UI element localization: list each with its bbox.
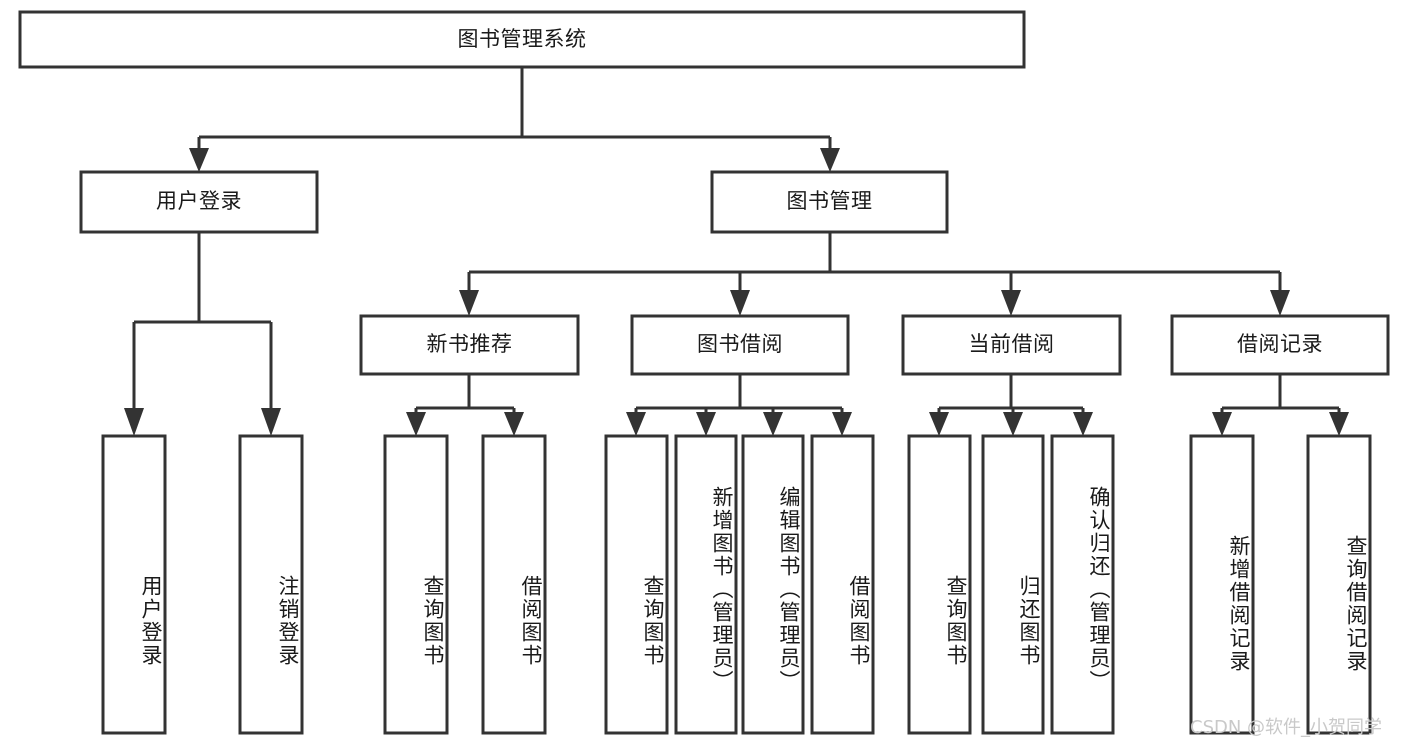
node-label-new-book-recommend: 新书推荐 bbox=[426, 332, 513, 357]
node-label-user-login: 用户登录 bbox=[156, 189, 242, 214]
arrow-head-icon bbox=[696, 412, 716, 436]
node-label-leaf-9: 归还图书 bbox=[1017, 575, 1041, 667]
node-label-leaf-5: 新增图书（管理员） bbox=[710, 485, 734, 693]
node-label-leaf-8: 查询图书 bbox=[944, 575, 968, 667]
node-box-leaf-12[interactable] bbox=[1306, 434, 1372, 735]
node-box-root[interactable] bbox=[18, 10, 1026, 69]
arrow-head-icon bbox=[929, 412, 949, 436]
node-label-leaf-0: 用户登录 bbox=[139, 575, 163, 667]
arrow-head-icon bbox=[1001, 290, 1021, 316]
node-label-borrow-record: 借阅记录 bbox=[1237, 332, 1323, 357]
node-box-new-book-recommend[interactable] bbox=[359, 314, 580, 376]
arrow-head-icon bbox=[1212, 412, 1232, 436]
node-label-leaf-3: 借阅图书 bbox=[519, 575, 543, 667]
arrow-head-icon bbox=[1073, 412, 1093, 436]
node-label-leaf-10: 确认归还（管理员） bbox=[1087, 485, 1111, 693]
arrow-head-icon bbox=[459, 290, 479, 316]
arrow-head-icon bbox=[124, 408, 144, 436]
connector-root-to-level2 bbox=[189, 67, 840, 172]
connector-borrow-record-to-leaves bbox=[1212, 374, 1349, 436]
arrow-head-icon bbox=[730, 290, 750, 316]
node-label-leaf-12: 查询借阅记录 bbox=[1344, 535, 1368, 673]
watermark-text: CSDN @软件_小贺同学 bbox=[1190, 717, 1383, 738]
node-box-leaf-0[interactable] bbox=[101, 434, 167, 735]
connector-book-borrow-to-leaves bbox=[626, 374, 852, 436]
node-label-root: 图书管理系统 bbox=[457, 26, 587, 51]
connector-user-login-to-leaves bbox=[124, 232, 281, 436]
node-box-leaf-2[interactable] bbox=[383, 434, 449, 735]
connector-new-book-recommend-to-leaves bbox=[406, 374, 524, 436]
node-label-leaf-1: 注销登录 bbox=[276, 575, 300, 667]
node-box-leaf-3[interactable] bbox=[481, 434, 547, 735]
arrow-head-icon bbox=[1003, 412, 1023, 436]
node-box-user-login[interactable] bbox=[79, 170, 319, 234]
arrow-head-icon bbox=[261, 408, 281, 436]
arrow-head-icon bbox=[832, 412, 852, 436]
arrow-head-icon bbox=[820, 148, 840, 172]
arrow-head-icon bbox=[763, 412, 783, 436]
arrow-head-icon bbox=[189, 148, 209, 172]
arrow-head-icon bbox=[504, 412, 524, 436]
arrow-head-icon bbox=[406, 412, 426, 436]
connector-book-management-to-level3 bbox=[459, 232, 1290, 316]
node-label-current-borrow: 当前借阅 bbox=[968, 332, 1055, 357]
node-box-leaf-11[interactable] bbox=[1189, 434, 1255, 735]
arrow-head-icon bbox=[1329, 412, 1349, 436]
node-label-leaf-7: 借阅图书 bbox=[847, 575, 871, 667]
node-label-book-management: 图书管理 bbox=[786, 189, 873, 214]
node-label-book-borrow: 图书借阅 bbox=[697, 332, 783, 357]
node-label-leaf-2: 查询图书 bbox=[421, 575, 445, 667]
node-box-leaf-7[interactable] bbox=[810, 434, 875, 735]
node-box-leaf-9[interactable] bbox=[981, 434, 1045, 735]
connector-current-borrow-to-leaves bbox=[929, 374, 1093, 436]
node-box-leaf-5[interactable] bbox=[674, 434, 738, 735]
node-label-leaf-4: 查询图书 bbox=[641, 575, 665, 667]
node-box-leaf-8[interactable] bbox=[907, 434, 972, 735]
node-box-leaf-10[interactable] bbox=[1050, 434, 1115, 735]
node-label-leaf-6: 编辑图书（管理员） bbox=[777, 485, 801, 693]
node-label-leaf-11: 新增借阅记录 bbox=[1227, 535, 1251, 673]
node-box-leaf-4[interactable] bbox=[604, 434, 669, 735]
arrow-head-icon bbox=[1270, 290, 1290, 316]
node-box-current-borrow[interactable] bbox=[901, 314, 1122, 376]
node-box-leaf-1[interactable] bbox=[238, 434, 304, 735]
arrow-head-icon bbox=[626, 412, 646, 436]
